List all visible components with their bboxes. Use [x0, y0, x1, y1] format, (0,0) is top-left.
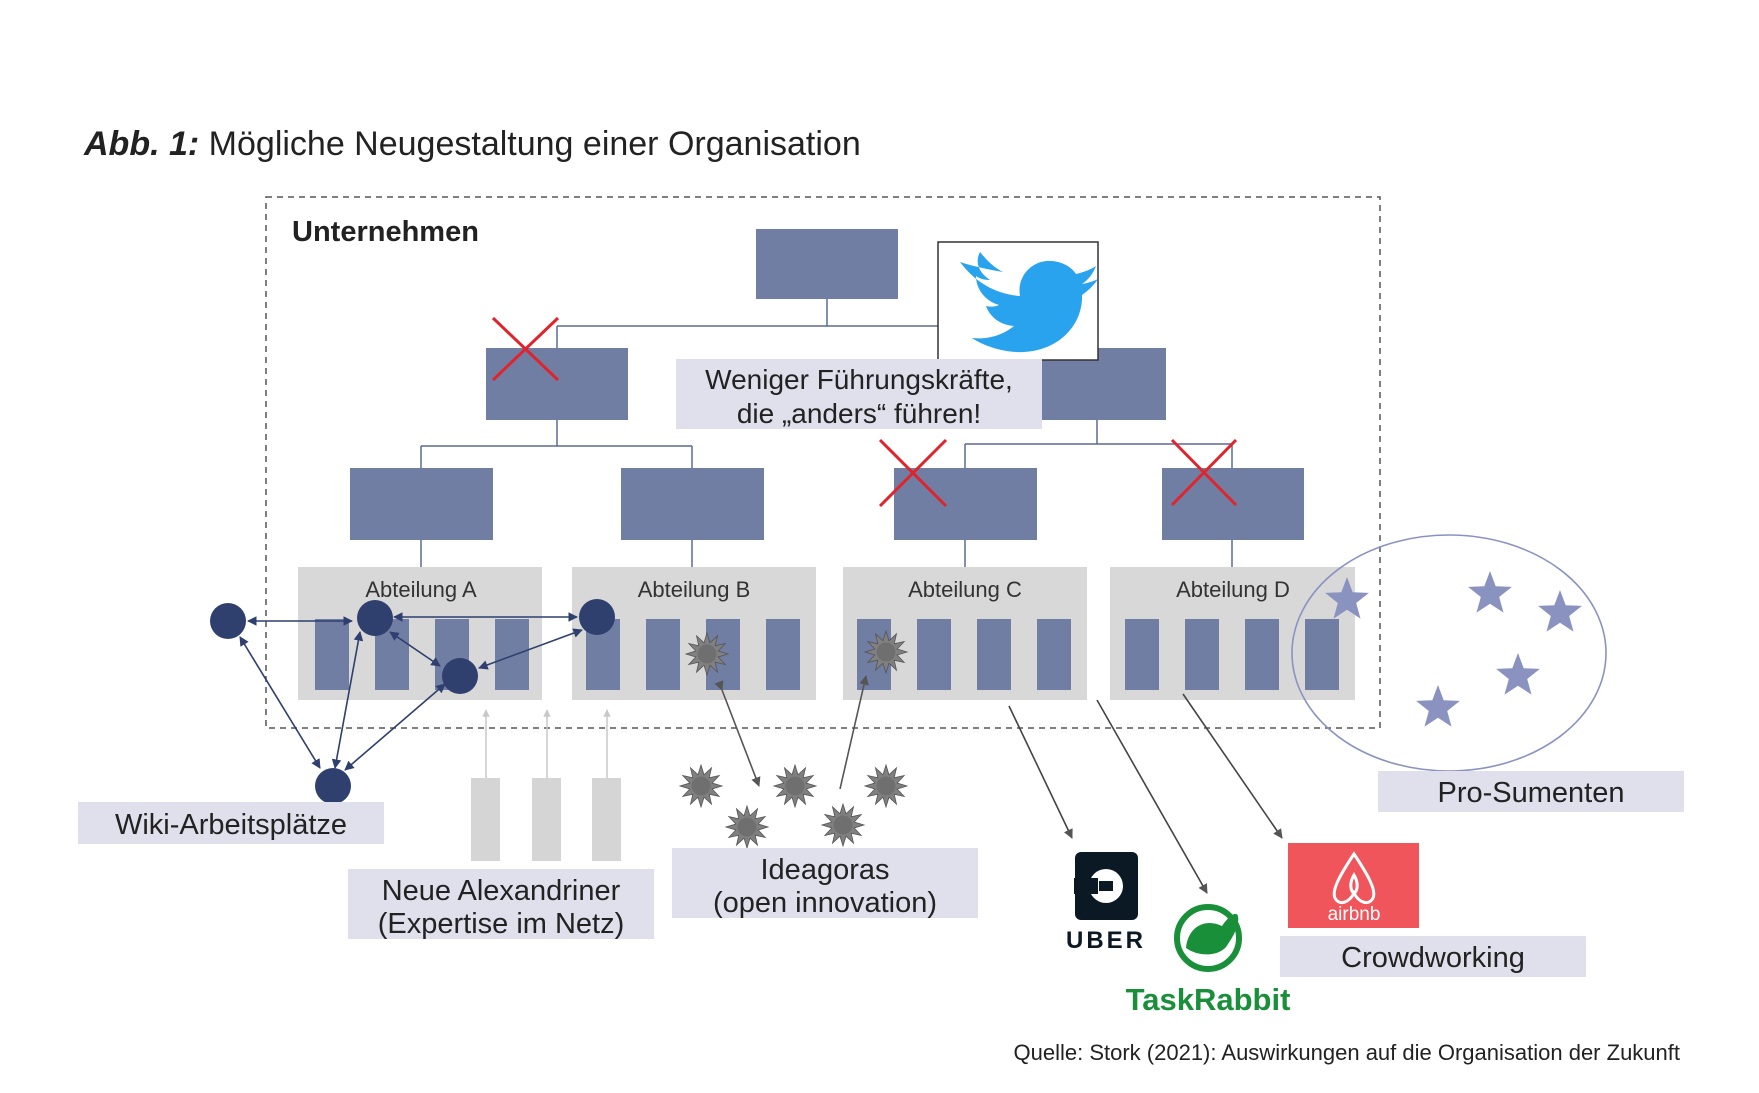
figure-title: Abb. 1: Mögliche Neugestaltung einer Org…: [84, 125, 861, 164]
crowdworking-arrow: [1182, 693, 1283, 839]
ideagoras-line1: Ideagoras: [761, 854, 890, 886]
removal-cross-icon: [878, 438, 948, 508]
ideagoras-line2: (open innovation): [713, 887, 937, 919]
airbnb-logo: airbnb: [1288, 843, 1419, 928]
company-label: Unternehmen: [292, 216, 479, 248]
department-b: Abteilung B: [572, 567, 816, 700]
callout-line2: die „anders“ führen!: [737, 398, 981, 429]
prosumenten-stars: [1325, 571, 1582, 727]
taskrabbit-logo: TaskRabbit: [1126, 904, 1291, 1017]
network-node: [315, 768, 351, 804]
alexandriner-line1: Neue Alexandriner: [382, 875, 621, 907]
airbnb-wordmark: airbnb: [1328, 904, 1381, 925]
prosumenten-label: Pro-Sumenten: [1438, 777, 1625, 809]
department-label-a: Abteilung A: [365, 577, 477, 602]
idea-sun-icon: [863, 629, 909, 675]
star-icon: [1325, 577, 1369, 619]
twitter-bird-icon: [960, 252, 1098, 353]
taskrabbit-wordmark: TaskRabbit: [1126, 982, 1291, 1017]
uber-logo: UBER: [1066, 852, 1146, 954]
alexandriner-label-box: [348, 869, 654, 939]
org-box-level3-a: [350, 468, 493, 540]
removal-cross-icon: [491, 316, 560, 382]
wiki-network: [239, 612, 583, 771]
org-box-level2-left: [486, 348, 628, 420]
network-node: [579, 599, 615, 635]
department-c: Abteilung C: [843, 567, 1087, 700]
alexandriner-bars: [471, 709, 621, 861]
network-node: [442, 658, 478, 694]
figure-label: Abb. 1:: [84, 125, 200, 163]
idea-sun-icon: [772, 763, 818, 809]
ideagoras-arrow: [714, 680, 761, 787]
idea-sun-icon: [863, 763, 909, 809]
network-node: [357, 600, 393, 636]
idea-sun-icon: [684, 631, 730, 677]
ideagoras-label-box: [672, 848, 978, 918]
department-a: Abteilung A: [298, 567, 542, 700]
star-icon: [1538, 590, 1582, 632]
crowdworking-label-box: [1280, 936, 1586, 977]
twitter-logo: [937, 241, 1099, 361]
star-icon: [1496, 653, 1540, 695]
figure-title-text: Mögliche Neugestaltung einer Organisatio…: [208, 125, 861, 163]
idea-sun-icon: [678, 763, 724, 809]
department-d: Abteilung D: [1110, 567, 1355, 700]
company-boundary: [265, 196, 1381, 729]
crowdworking-label: Crowdworking: [1341, 942, 1525, 974]
airbnb-belo-icon: [1332, 851, 1376, 905]
idea-sun-icon: [724, 804, 770, 850]
wiki-label: Wiki-Arbeitsplätze: [115, 809, 347, 841]
crowdworking-arrow: [1096, 699, 1208, 894]
department-label-b: Abteilung B: [638, 577, 751, 602]
callout-box: [676, 359, 1042, 429]
ideagoras-arrow: [839, 675, 869, 790]
alexandriner-line2: (Expertise im Netz): [378, 908, 625, 940]
network-node: [210, 603, 246, 639]
removal-cross-icon: [1170, 438, 1238, 507]
org-box-level3-c: [894, 468, 1037, 540]
wiki-label-box: [78, 802, 384, 844]
callout-line1: Weniger Führungskräfte,: [705, 364, 1013, 395]
idea-sun-icon: [820, 802, 866, 848]
department-label-c: Abteilung C: [908, 577, 1022, 602]
org-box-top: [756, 229, 898, 299]
department-label-d: Abteilung D: [1176, 577, 1290, 602]
org-box-level3-b: [621, 468, 764, 540]
figure-source: Quelle: Stork (2021): Auswirkungen auf d…: [1014, 1040, 1680, 1065]
prosumenten-label-box: [1378, 771, 1684, 812]
ideagoras-icons: [678, 629, 909, 850]
star-icon: [1416, 685, 1460, 727]
star-icon: [1468, 571, 1512, 613]
uber-wordmark: UBER: [1066, 927, 1146, 954]
org-connectors: [420, 299, 1233, 567]
crowdworking-arrow: [1008, 705, 1073, 839]
